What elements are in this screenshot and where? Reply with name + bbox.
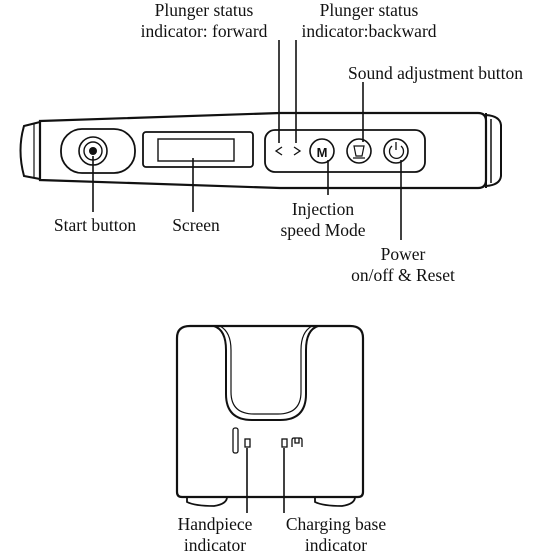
speed-mode-button [309, 138, 335, 164]
label-plunger-backward: Plunger status indicator:backward [301, 0, 437, 41]
handpiece-tip [19, 120, 41, 181]
label-screen: Screen [172, 215, 220, 235]
base-foot-right [314, 496, 356, 507]
plunger-forward-indicator [274, 146, 283, 156]
handpiece-icon [232, 427, 239, 454]
label-charging-base-indicator: Charging base indicator [285, 514, 387, 555]
label-injection-speed: Injection speed Mode [280, 199, 366, 240]
power-icon [388, 142, 405, 160]
screen-display [157, 138, 235, 162]
label-plunger-forward: Plunger status indicator: forward [140, 0, 268, 41]
charging-base [175, 324, 365, 507]
power-button [383, 138, 409, 164]
charging-base-icon [291, 437, 303, 447]
label-handpiece-indicator: Handpiece indicator [177, 514, 253, 555]
sound-button [346, 138, 372, 164]
plunger-backward-indicator [293, 146, 302, 156]
speed-mode-glyph: M [317, 145, 328, 160]
label-power: Power on/off & Reset [351, 244, 455, 285]
leader-lines-base [246, 448, 285, 513]
charging-base-body [175, 324, 365, 499]
screen-frame [142, 131, 254, 168]
control-panel [264, 129, 426, 173]
base-foot-left [186, 496, 228, 507]
handpiece-indicator-led [244, 438, 251, 448]
handpiece: M [19, 111, 502, 190]
sound-icon [353, 145, 365, 159]
start-button-housing [60, 128, 136, 174]
start-button [89, 147, 97, 155]
label-sound-button: Sound adjustment button [348, 63, 523, 83]
label-start-button: Start button [53, 215, 137, 235]
leader-lines-top [92, 40, 402, 240]
charging-base-indicator-led [281, 438, 288, 448]
